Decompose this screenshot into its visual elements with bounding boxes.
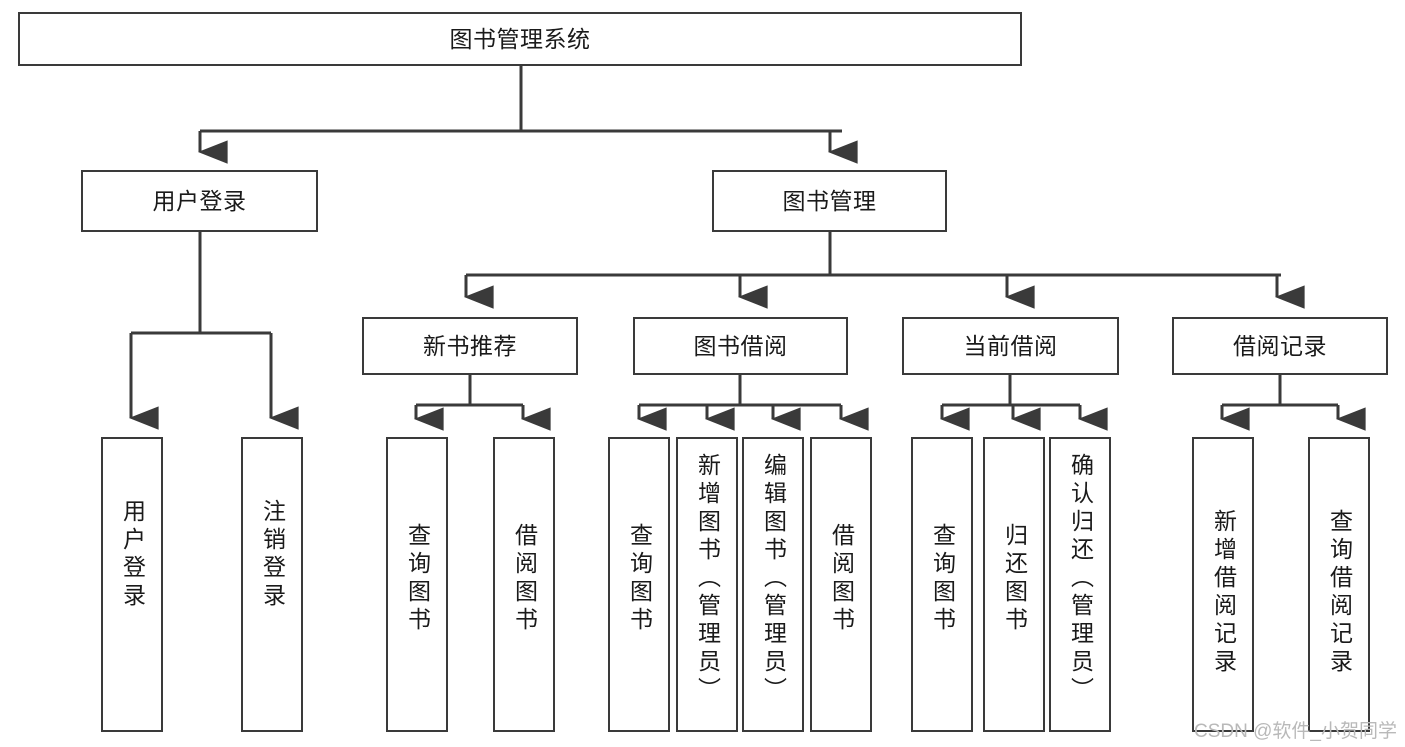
node-leaf-return-book-label: 归还图书 <box>1001 523 1028 635</box>
node-user-login-label: 用户登录 <box>152 187 247 214</box>
node-book-management-label: 图书管理 <box>782 187 877 214</box>
node-leaf-user-login-label: 用户登录 <box>119 499 146 611</box>
node-leaf-query-borrow-record-label: 查询借阅记录 <box>1326 509 1353 677</box>
node-leaf-logout[interactable]: 注销登录 <box>241 437 303 732</box>
node-book-borrow[interactable]: 图书借阅 <box>633 317 848 375</box>
node-root[interactable]: 图书管理系统 <box>18 12 1022 66</box>
node-borrow-record-label: 借阅记录 <box>1233 332 1327 359</box>
node-borrow-record[interactable]: 借阅记录 <box>1172 317 1388 375</box>
node-user-login[interactable]: 用户登录 <box>81 170 318 232</box>
node-leaf-confirm-return-admin-label: 确认归还（管理员） <box>1067 453 1094 705</box>
node-leaf-confirm-return-admin[interactable]: 确认归还（管理员） <box>1049 437 1111 732</box>
node-leaf-query-book-c-label: 查询图书 <box>929 523 956 635</box>
node-leaf-query-book-a-label: 查询图书 <box>404 523 431 635</box>
node-new-book-recommend-label: 新书推荐 <box>423 332 517 359</box>
node-leaf-borrow-book-a[interactable]: 借阅图书 <box>493 437 555 732</box>
node-leaf-query-borrow-record[interactable]: 查询借阅记录 <box>1308 437 1370 732</box>
node-leaf-logout-label: 注销登录 <box>259 499 286 611</box>
node-leaf-borrow-book-b-label: 借阅图书 <box>828 523 855 635</box>
node-leaf-return-book[interactable]: 归还图书 <box>983 437 1045 732</box>
node-leaf-edit-book-admin-label: 编辑图书（管理员） <box>760 453 787 705</box>
node-leaf-borrow-book-a-label: 借阅图书 <box>511 523 538 635</box>
node-leaf-add-borrow-record-label: 新增借阅记录 <box>1210 509 1237 677</box>
node-leaf-query-book-b-label: 查询图书 <box>626 523 653 635</box>
node-book-borrow-label: 图书借阅 <box>693 332 788 359</box>
node-leaf-borrow-book-b[interactable]: 借阅图书 <box>810 437 872 732</box>
node-leaf-add-borrow-record[interactable]: 新增借阅记录 <box>1192 437 1254 732</box>
node-leaf-edit-book-admin[interactable]: 编辑图书（管理员） <box>742 437 804 732</box>
node-new-book-recommend[interactable]: 新书推荐 <box>362 317 578 375</box>
node-leaf-query-book-c[interactable]: 查询图书 <box>911 437 973 732</box>
node-current-borrow[interactable]: 当前借阅 <box>902 317 1119 375</box>
node-leaf-add-book-admin[interactable]: 新增图书（管理员） <box>676 437 738 732</box>
node-leaf-query-book-b[interactable]: 查询图书 <box>608 437 670 732</box>
node-book-management[interactable]: 图书管理 <box>712 170 947 232</box>
node-leaf-user-login[interactable]: 用户登录 <box>101 437 163 732</box>
node-root-label: 图书管理系统 <box>449 25 591 52</box>
node-current-borrow-label: 当前借阅 <box>963 332 1058 359</box>
node-leaf-query-book-a[interactable]: 查询图书 <box>386 437 448 732</box>
node-leaf-add-book-admin-label: 新增图书（管理员） <box>694 453 721 705</box>
